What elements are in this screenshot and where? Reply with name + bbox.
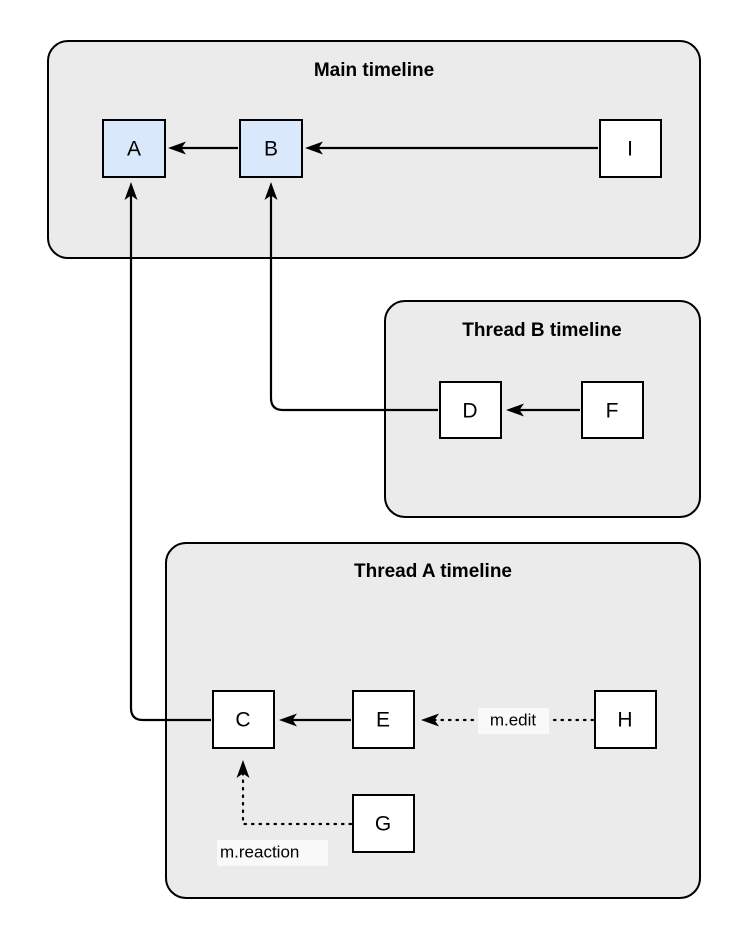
node-i-label: I — [627, 138, 633, 161]
container-thread-a-timeline-title: Thread A timeline — [354, 561, 512, 582]
node-h[interactable]: H — [594, 690, 657, 749]
node-layer: A B I D F C — [102, 119, 662, 853]
node-c[interactable]: C — [212, 690, 275, 749]
node-d[interactable]: D — [439, 381, 502, 439]
container-main-timeline[interactable]: Main timeline — [47, 40, 701, 259]
node-a-label: A — [127, 138, 141, 161]
edge-c-to-a-line — [129, 190, 211, 722]
edge-g-to-c-label: m.reaction — [220, 842, 299, 861]
node-e[interactable]: E — [352, 690, 415, 749]
node-b[interactable]: B — [239, 119, 303, 178]
edge-h-to-e[interactable]: m.edit — [421, 708, 595, 734]
container-thread-b-timeline-title: Thread B timeline — [462, 320, 621, 341]
node-b-label: B — [264, 138, 278, 161]
edge-layer: m.edit m.reaction — [124, 141, 598, 866]
node-c-label: C — [235, 709, 250, 732]
edge-g-to-c-label-background — [217, 840, 328, 866]
node-g-box — [352, 794, 415, 853]
node-g[interactable]: G — [352, 794, 415, 853]
edge-d-to-b[interactable] — [264, 182, 439, 412]
edge-d-to-b-line — [269, 190, 438, 412]
node-a-box — [102, 119, 166, 178]
edge-c-to-a[interactable] — [124, 182, 212, 722]
edge-h-to-e-arrowhead — [421, 713, 439, 727]
node-d-box — [439, 381, 502, 439]
edge-c-to-a-arrowhead — [124, 182, 138, 200]
edge-b-to-a-arrowhead — [168, 141, 186, 155]
edge-h-to-e-label: m.edit — [490, 710, 537, 729]
node-d-label: D — [462, 400, 477, 423]
edge-e-to-c-arrowhead — [279, 713, 297, 727]
node-h-box — [594, 690, 657, 749]
edge-h-to-e-label-background — [478, 708, 549, 734]
edge-f-to-d[interactable] — [506, 403, 580, 417]
edge-f-to-d-arrowhead — [506, 403, 524, 417]
node-i-box — [599, 119, 662, 178]
container-main-timeline-shape — [47, 40, 701, 259]
container-main-timeline-title: Main timeline — [314, 60, 434, 81]
edge-e-to-c[interactable] — [279, 713, 351, 727]
node-g-label: G — [375, 813, 391, 836]
node-e-label: E — [376, 709, 390, 732]
node-i[interactable]: I — [599, 119, 662, 178]
node-f-label: F — [606, 400, 619, 423]
edge-i-to-b[interactable] — [305, 141, 598, 155]
node-a[interactable]: A — [102, 119, 166, 178]
edge-g-to-c[interactable]: m.reaction — [217, 760, 353, 866]
node-b-box — [239, 119, 303, 178]
node-h-label: H — [617, 709, 632, 732]
node-f-box — [581, 381, 644, 439]
node-e-box — [352, 690, 415, 749]
node-c-box — [212, 690, 275, 749]
edge-i-to-b-arrowhead — [305, 141, 323, 155]
edge-d-to-b-arrowhead — [264, 182, 278, 200]
node-f[interactable]: F — [581, 381, 644, 439]
edge-b-to-a[interactable] — [168, 141, 238, 155]
edge-g-to-c-arrowhead — [236, 760, 250, 778]
